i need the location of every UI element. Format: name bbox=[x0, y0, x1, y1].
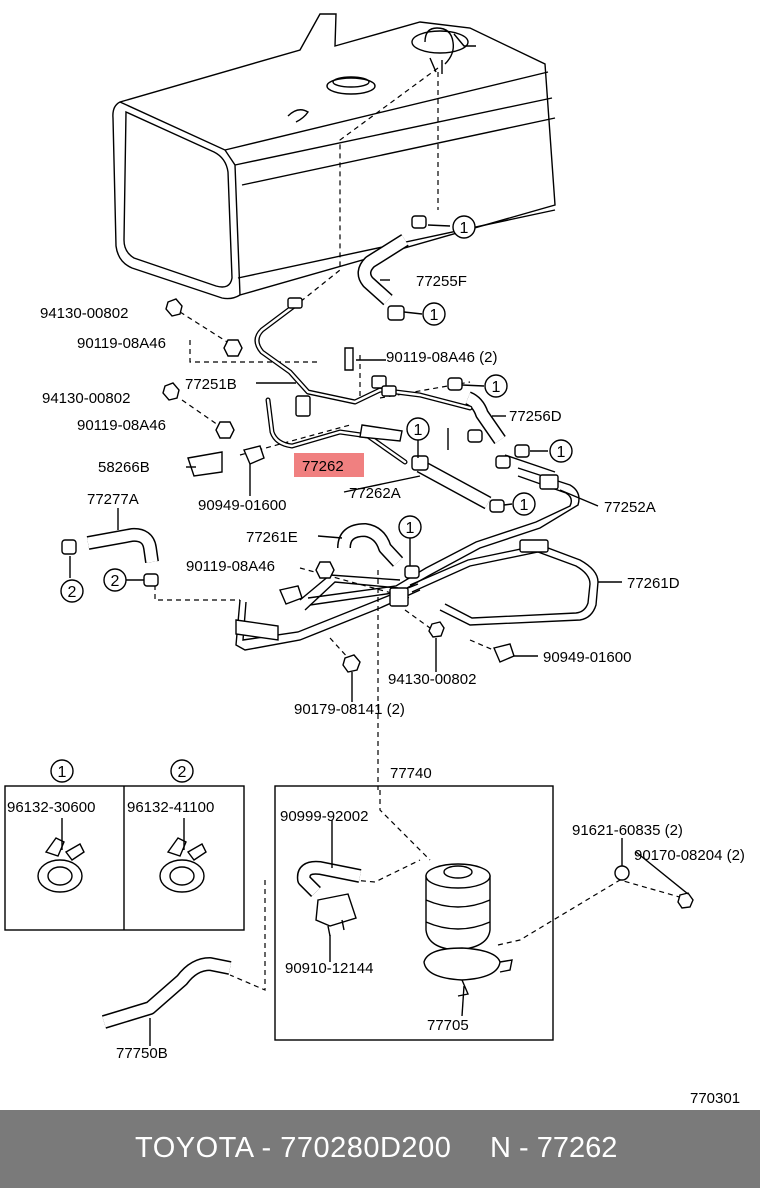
callout-1: 1 bbox=[398, 515, 422, 539]
part-footer-bar: TOYOTA - 770280D200 N - 77262 bbox=[0, 1110, 760, 1188]
pipe-77261d bbox=[409, 544, 599, 626]
hose-77261e bbox=[337, 523, 404, 567]
label-91621: 91621-60835 (2) bbox=[572, 822, 683, 839]
callout-1: 1 bbox=[512, 492, 536, 516]
label-77261e: 77261E bbox=[246, 529, 298, 546]
svg-text:2: 2 bbox=[68, 584, 77, 601]
pipe-77252a bbox=[307, 454, 580, 606]
svg-text:1: 1 bbox=[460, 220, 469, 237]
label-90949-a: 90949-01600 bbox=[198, 497, 286, 514]
label-96132-41100: 96132-41100 bbox=[127, 799, 214, 816]
label-90949-b: 90949-01600 bbox=[543, 649, 631, 666]
svg-text:1: 1 bbox=[557, 444, 566, 461]
hose-77277a bbox=[86, 527, 159, 563]
label-77251b: 77251B bbox=[185, 376, 237, 393]
label-77261d: 77261D bbox=[627, 575, 680, 592]
label-90119-b: 90119-08A46 (2) bbox=[386, 349, 497, 366]
hose-77255f bbox=[357, 234, 409, 306]
svg-text:1: 1 bbox=[58, 764, 67, 781]
svg-text:1: 1 bbox=[520, 497, 529, 514]
callout-1: 1 bbox=[484, 374, 508, 398]
label-96132-30600: 96132-30600 bbox=[7, 799, 95, 816]
part-number-text: TOYOTA - 770280D200 bbox=[135, 1132, 452, 1164]
clip-96132-41100 bbox=[159, 837, 207, 893]
svg-text:1: 1 bbox=[414, 422, 423, 439]
label-90179: 90179-08141 (2) bbox=[294, 701, 405, 718]
callout-1: 1 bbox=[549, 439, 573, 463]
clip-96132-30600 bbox=[37, 837, 85, 893]
small-fittings bbox=[61, 215, 694, 909]
legend-callout-2: 2 bbox=[170, 759, 194, 783]
callout-2: 2 bbox=[60, 579, 84, 603]
fuel-tank bbox=[112, 13, 556, 300]
label-94130-a: 94130-00802 bbox=[40, 305, 128, 322]
hose-77262a bbox=[416, 459, 492, 510]
legend-callout-1: 1 bbox=[50, 759, 74, 783]
charcoal-canister bbox=[425, 863, 491, 951]
callout-1: 1 bbox=[422, 302, 446, 326]
highlight-box bbox=[294, 453, 364, 477]
callouts: 1 1 1 1 1 1 1 2 2 1 2 bbox=[50, 215, 573, 783]
svg-text:1: 1 bbox=[406, 520, 415, 537]
label-90119-a: 90119-08A46 bbox=[77, 335, 166, 352]
label-90119-c: 90119-08A46 bbox=[77, 417, 166, 434]
callout-1: 1 bbox=[452, 215, 476, 239]
label-77255f: 77255F bbox=[416, 273, 467, 290]
label-90999: 90999-92002 bbox=[280, 808, 368, 825]
label-77262a: 77262A bbox=[349, 485, 401, 502]
box-77740 bbox=[274, 785, 554, 1041]
label-58266b: 58266B bbox=[98, 459, 150, 476]
label-77740: 77740 bbox=[390, 765, 432, 782]
svg-text:2: 2 bbox=[178, 764, 187, 781]
callout-1: 1 bbox=[406, 417, 430, 441]
callout-2: 2 bbox=[103, 568, 127, 592]
svg-text:1: 1 bbox=[430, 307, 439, 324]
label-77705: 77705 bbox=[427, 1017, 469, 1034]
part-labels: 77255F 94130-00802 90119-08A46 90119-08A… bbox=[7, 273, 745, 1107]
parts-diagram: 77255F 94130-00802 90119-08A46 90119-08A… bbox=[4, 13, 745, 1107]
dashed-leaders bbox=[154, 67, 691, 991]
legend-box bbox=[4, 785, 245, 931]
diagram-stage: 77255F 94130-00802 90119-08A46 90119-08A… bbox=[4, 13, 745, 1107]
label-94130-b: 94130-00802 bbox=[42, 390, 130, 407]
leader-lines bbox=[61, 224, 689, 1046]
pipe-77251b bbox=[254, 300, 473, 411]
label-77277a: 77277A bbox=[87, 491, 139, 508]
svg-text:2: 2 bbox=[111, 573, 120, 590]
label-90119-d: 90119-08A46 bbox=[186, 558, 275, 575]
reference-number-text: N - 77262 bbox=[490, 1132, 618, 1164]
label-77252a: 77252A bbox=[604, 499, 656, 516]
label-94130-c: 94130-00802 bbox=[388, 671, 476, 688]
label-90910: 90910-12144 bbox=[285, 960, 373, 977]
hose-77256d bbox=[465, 391, 506, 444]
label-77750b: 77750B bbox=[116, 1045, 168, 1062]
hose-77750b bbox=[101, 957, 232, 1029]
canister-band bbox=[423, 947, 513, 997]
pipe-77262 bbox=[265, 397, 408, 465]
label-77262: 77262 bbox=[302, 458, 344, 475]
svg-text:1: 1 bbox=[492, 379, 501, 396]
label-770301: 770301 bbox=[690, 1090, 740, 1107]
label-90170: 90170-08204 (2) bbox=[634, 847, 745, 864]
label-77256d: 77256D bbox=[509, 408, 562, 425]
